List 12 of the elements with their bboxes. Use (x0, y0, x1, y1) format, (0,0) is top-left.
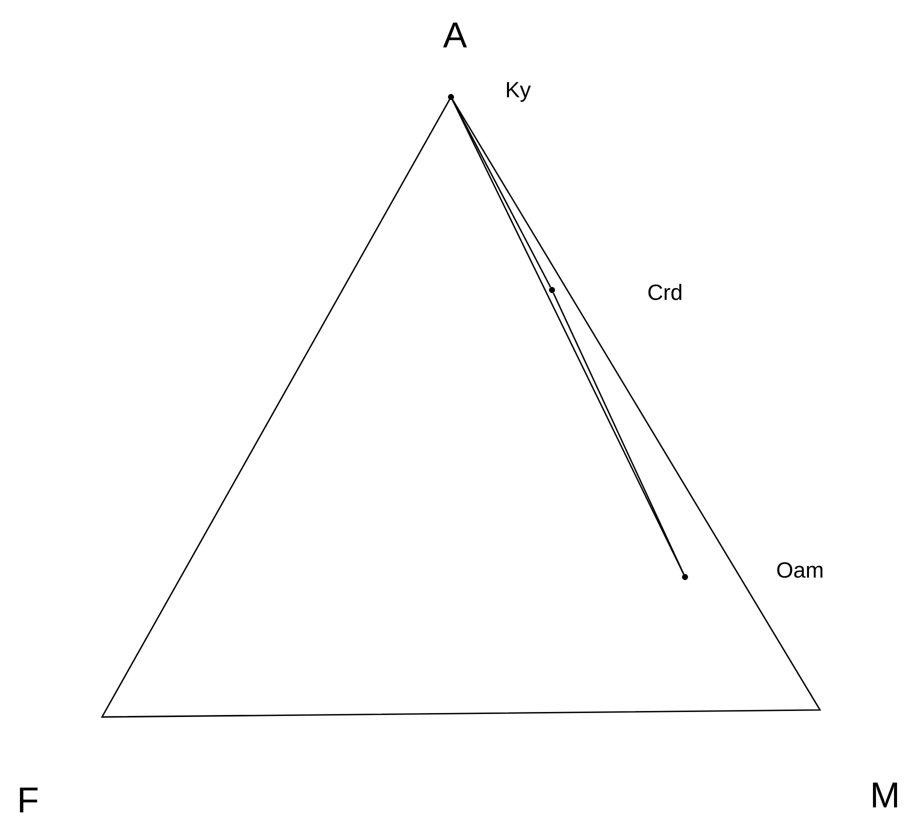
point-label: Ky (506, 82, 531, 102)
point-marker (549, 287, 555, 293)
vertex-label: M (872, 782, 898, 808)
phase-label: Crd (648, 284, 682, 300)
tie-line (552, 292, 684, 574)
point-marker (448, 94, 454, 100)
phase-label: Oam (777, 562, 822, 578)
tie-line (452, 100, 684, 574)
tie-line (452, 100, 552, 288)
point-marker (682, 574, 688, 580)
vertex-label: F (20, 788, 38, 812)
vertex-label: A (443, 22, 467, 48)
